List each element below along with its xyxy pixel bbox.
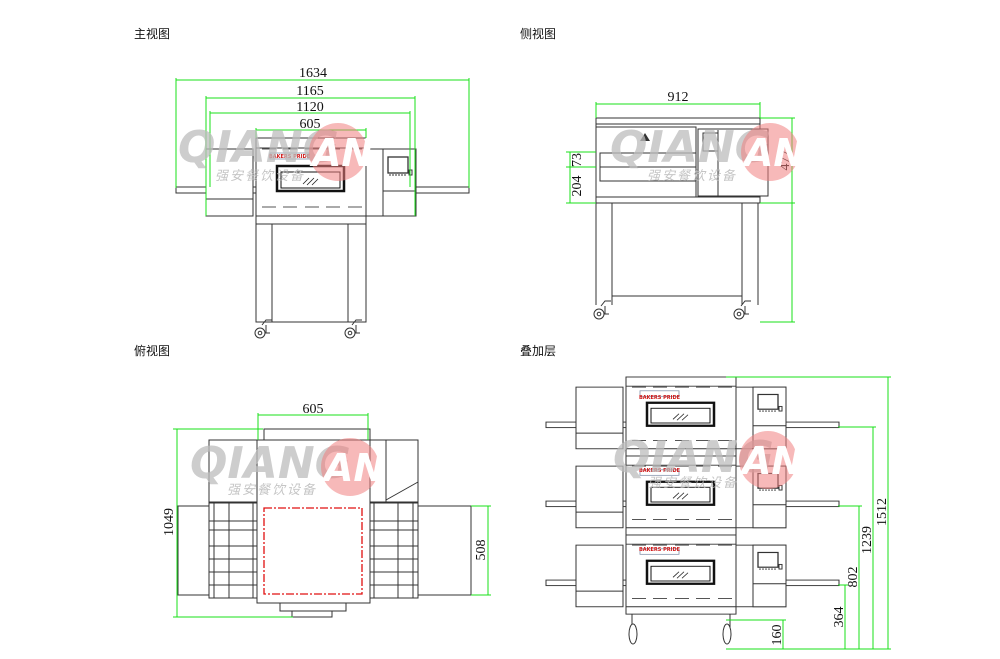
side-view-oven bbox=[593, 117, 769, 320]
dim-side-73: 73 bbox=[570, 153, 585, 167]
dim-stack-802: 802 bbox=[846, 567, 861, 588]
watermark-logo: QIANG AN 强安餐饮设备 QIANG AN 强安餐饮设备 QIANG AN… bbox=[178, 122, 805, 498]
dim-stack-364: 364 bbox=[832, 607, 847, 628]
front-view-dimensions: 1634 1165 1120 605 bbox=[175, 66, 470, 216]
svg-text:强安餐饮设备: 强安餐饮设备 bbox=[647, 169, 737, 184]
dim-top-605: 605 bbox=[303, 402, 324, 417]
top-view-title: 俯视图 bbox=[134, 343, 170, 358]
svg-text:AN: AN bbox=[321, 446, 385, 490]
svg-text:AN: AN bbox=[309, 131, 373, 175]
dim-stack-1239: 1239 bbox=[860, 526, 875, 554]
dim-stack-1512: 1512 bbox=[875, 498, 890, 526]
front-view-oven bbox=[174, 136, 471, 339]
svg-text:AN: AN bbox=[739, 439, 803, 483]
dim-stack-160: 160 bbox=[770, 625, 785, 646]
svg-text:BAKERS PRIDE: BAKERS PRIDE bbox=[639, 395, 681, 401]
svg-text:BAKERS PRIDE: BAKERS PRIDE bbox=[639, 468, 681, 474]
svg-text:强安餐饮设备: 强安餐饮设备 bbox=[648, 476, 738, 491]
dim-front-width: 1634 bbox=[299, 66, 327, 81]
svg-text:强安餐饮设备: 强安餐饮设备 bbox=[215, 169, 305, 184]
svg-text:AN: AN bbox=[741, 131, 805, 175]
dim-front-opening: 605 bbox=[300, 117, 321, 132]
dim-front-conveyor: 1120 bbox=[296, 100, 323, 115]
dim-front-body: 1165 bbox=[296, 84, 323, 99]
top-view-dimensions: 605 1049 508 bbox=[162, 402, 491, 618]
dim-top-1049: 1049 bbox=[162, 508, 177, 536]
svg-text:BAKERS PRIDE: BAKERS PRIDE bbox=[639, 547, 681, 553]
brand-labels: BAKERS PRIDE BAKERS PRIDE BAKERS PRIDE B… bbox=[269, 154, 681, 553]
dim-top-508: 508 bbox=[474, 540, 489, 561]
svg-text:BAKERS PRIDE: BAKERS PRIDE bbox=[269, 154, 311, 160]
side-view-title: 侧视图 bbox=[520, 26, 556, 41]
stack-view-ovens bbox=[544, 375, 841, 645]
top-view-oven bbox=[177, 428, 472, 618]
front-view-title: 主视图 bbox=[134, 26, 170, 41]
dim-side-204: 204 bbox=[570, 176, 585, 197]
svg-text:强安餐饮设备: 强安餐饮设备 bbox=[227, 483, 317, 498]
dim-side-depth: 912 bbox=[668, 90, 689, 105]
stack-view-title: 叠加层 bbox=[520, 344, 556, 358]
stack-view-dimensions: 1512 1239 802 364 160 bbox=[726, 376, 891, 650]
